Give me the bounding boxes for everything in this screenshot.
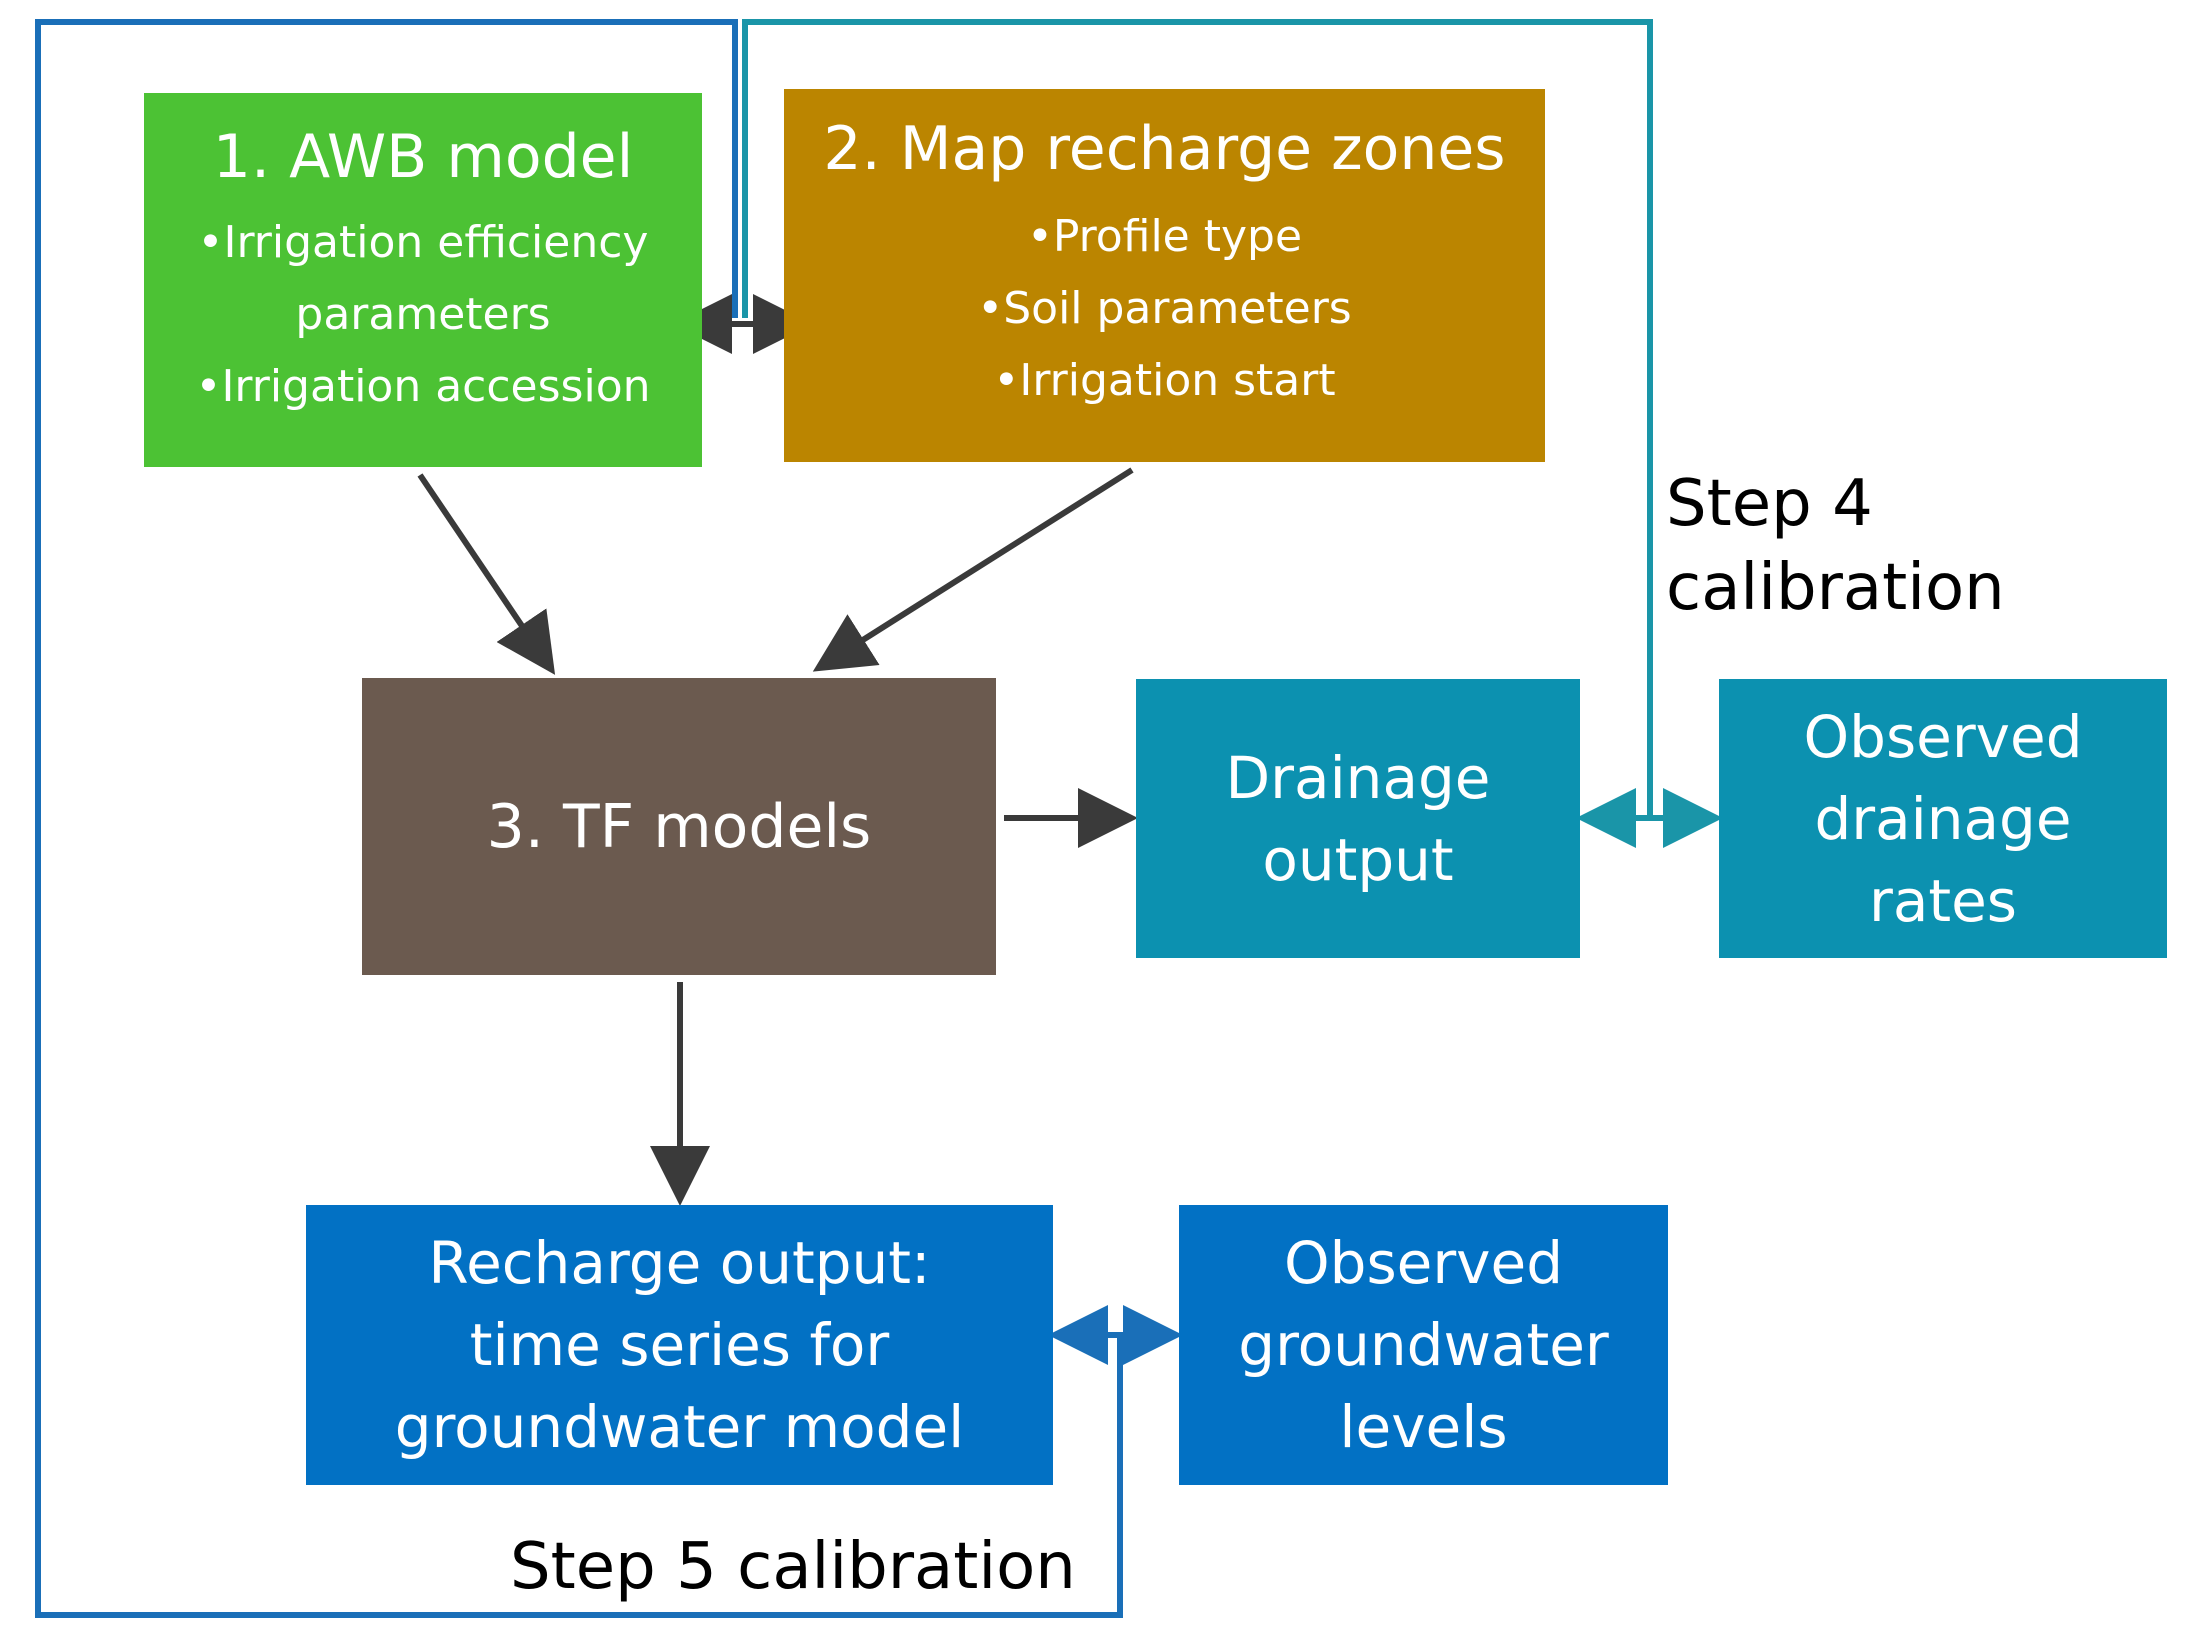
zones-bullet-3: •Irrigation start bbox=[993, 355, 1336, 406]
zones-bullet-2: •Soil parameters bbox=[977, 283, 1352, 334]
observed-groundwater-line-1: Observed bbox=[1283, 1229, 1564, 1297]
step4-calibration-label: Step 4 calibration bbox=[1666, 462, 2005, 630]
observed-drainage-box: Observed drainage rates bbox=[1719, 679, 2167, 958]
tf-models-box: 3. TF models bbox=[362, 678, 996, 975]
step4-loop-line bbox=[742, 19, 1653, 818]
recharge-output-box: Recharge output: time series for groundw… bbox=[306, 1205, 1053, 1485]
awb-bullet-2: parameters bbox=[295, 289, 551, 340]
zones-to-tf-arrow bbox=[812, 467, 1134, 672]
awb-bullet-3: •Irrigation accession bbox=[195, 361, 651, 412]
step4-label-line-1: Step 4 bbox=[1666, 467, 1873, 541]
drainage-output-box: Drainage output bbox=[1136, 679, 1580, 958]
recharge-zones-box: 2. Map recharge zones •Profile type •Soi… bbox=[784, 89, 1545, 462]
step4-label-line-2: calibration bbox=[1666, 551, 2005, 625]
observed-groundwater-line-2: groundwater bbox=[1238, 1311, 1609, 1379]
tf-models-title: 3. TF models bbox=[486, 791, 872, 862]
zones-bullet-1: •Profile type bbox=[1026, 211, 1303, 262]
observed-groundwater-box: Observed groundwater levels bbox=[1179, 1205, 1668, 1485]
drainage-output-line-2: output bbox=[1262, 825, 1454, 894]
awb-to-tf-arrow bbox=[417, 473, 556, 675]
awb-model-title: 1. AWB model bbox=[212, 122, 634, 192]
recharge-output-line-2: time series for bbox=[469, 1311, 890, 1379]
step5-calibration-label: Step 5 calibration bbox=[510, 1530, 1076, 1604]
recharge-zones-title: 2. Map recharge zones bbox=[823, 114, 1506, 184]
awb-bullet-1: •Irrigation efficiency bbox=[197, 217, 649, 268]
observed-drainage-line-3: rates bbox=[1868, 866, 2018, 935]
drainage-output-line-1: Drainage bbox=[1225, 743, 1491, 812]
recharge-output-line-1: Recharge output: bbox=[428, 1229, 931, 1297]
observed-groundwater-line-3: levels bbox=[1339, 1393, 1508, 1461]
observed-drainage-line-1: Observed bbox=[1803, 702, 2083, 771]
step5-loop-line bbox=[35, 19, 1123, 1618]
awb-model-box: 1. AWB model •Irrigation efficiency para… bbox=[144, 93, 702, 467]
observed-drainage-line-2: drainage bbox=[1814, 784, 2072, 853]
recharge-output-line-3: groundwater model bbox=[394, 1393, 965, 1461]
